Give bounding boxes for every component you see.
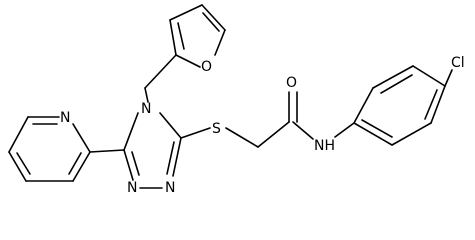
- triazole-n2-label: N: [127, 180, 137, 196]
- thioacetamide-chain: [180, 91, 355, 148]
- chlorophenyl-ring: [353, 65, 453, 146]
- thioether-sulfur-label: S: [212, 121, 221, 137]
- triazole-n4-label: N: [141, 101, 151, 117]
- furylmethyl-group: [144, 4, 226, 103]
- triazole-n1-label: N: [165, 180, 175, 196]
- carbonyl-oxygen-label: O: [286, 75, 297, 91]
- furan-oxygen-label: O: [201, 59, 212, 75]
- molecule-structure: N N N N O S O NH Cl: [8, 4, 465, 196]
- biaryl-bond: [89, 149, 125, 153]
- pyridine-ring: [8, 116, 91, 182]
- triazole-ring: [123, 112, 182, 189]
- amide-nh-label: NH: [314, 138, 335, 154]
- chlorine-label: Cl: [451, 55, 465, 71]
- molecule-canvas: N N N N O S O NH Cl: [8, 4, 465, 196]
- pyridine-nitrogen-label: N: [60, 110, 70, 126]
